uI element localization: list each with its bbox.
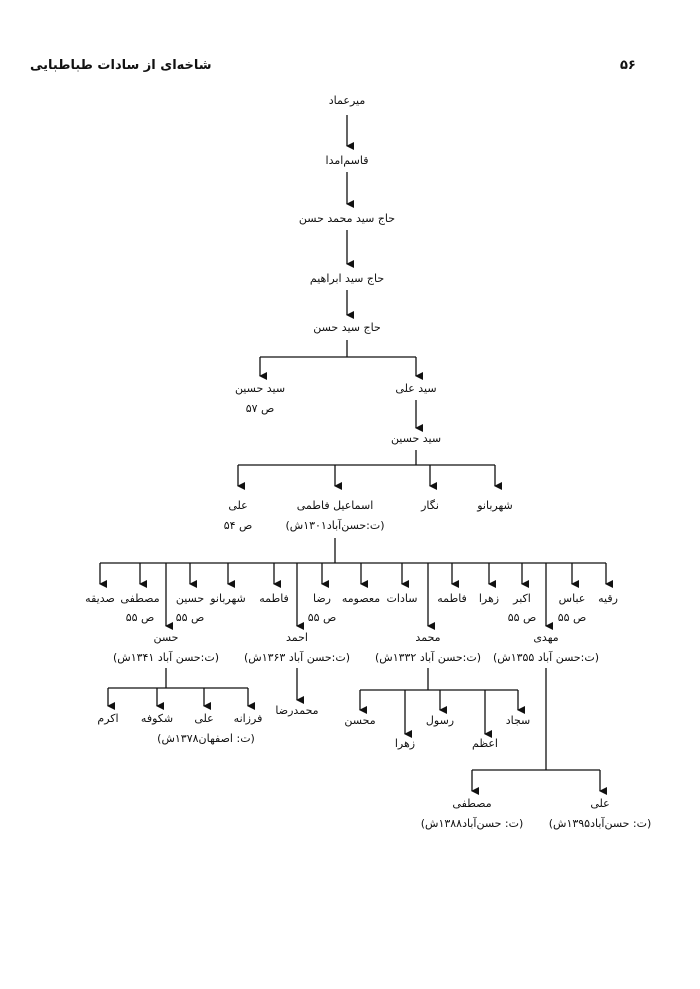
node-akbar: اکبر [513,592,531,605]
node-haj-ebrahim: حاج سید ابراهیم [309,272,385,285]
node-sajjad: سجاد [505,714,531,727]
page-ref: ص ۵۷ [245,402,275,415]
page-ref: ص ۵۴ [223,519,253,532]
node-sadat: سادات [386,592,418,605]
node-seyed-hossein-2: سید حسین [390,432,442,445]
birth-note: (ت:حسن آباد ۱۳۶۳ش) [243,651,351,664]
node-zahra: زهرا [478,592,500,605]
node-hasan: حسن [153,631,179,644]
node-esmail-fatemi: اسماعیل فاطمی [296,499,374,512]
node-fatemeh-2: فاطمه [437,592,467,605]
node-fatemeh: فاطمه [259,592,289,605]
node-ali-2: علی [194,712,214,725]
node-negar: نگار [421,499,439,512]
node-haj-mohammad-hasan: حاج سید محمد حسن [298,212,396,225]
node-mohammad: محمد [415,631,441,644]
page-number: ۵۶ [620,58,636,73]
node-shahrbanoo: شهربانو [477,499,513,512]
node-ahmad: احمد [286,631,308,644]
node-akram: اکرم [97,712,119,725]
node-abbas: عباس [558,592,586,605]
node-ali: علی [228,499,248,512]
node-mohsen: محسن [344,714,376,727]
birth-note: (ت:حسن آباد ۱۳۵۵ش) [492,651,600,664]
birth-note: (ت:حسن آباد ۱۳۴۱ش) [112,651,220,664]
node-haj-hasan: حاج سید حسن [313,321,381,334]
node-azam: اعظم [472,737,498,750]
node-ali-3: علی [590,797,610,810]
birth-note: (ت: حسن‌آباد۱۳۸۸ش) [420,817,524,830]
page-ref: ص ۵۵ [307,611,337,624]
node-masoumeh: معصومه [341,592,381,605]
node-shahrbanoo-2: شهربانو [210,592,246,605]
node-mir-emad: میرعماد [328,94,366,107]
page-ref: ص ۵۵ [125,611,155,624]
page-ref: ص ۵۵ [507,611,537,624]
node-farzaneh: فرزانه [233,712,263,725]
node-mostafa-2: مصطفی [452,797,492,810]
node-mohammadreza: محمدرضا [275,704,319,717]
node-shokoufeh: شکوفه [140,712,174,725]
birth-note: (ت: حسن‌آباد۱۳۹۵ش) [548,817,652,830]
birth-note: (ت:حسن آباد ۱۳۳۲ش) [374,651,482,664]
page-ref: ص ۵۵ [557,611,587,624]
node-ghasem-emda: قاسم‌امدا [325,154,369,167]
node-sedigheh: صدیقه [85,592,115,605]
node-roghayeh: رقیه [598,592,618,605]
node-mostafa: مصطفی [120,592,160,605]
node-rasoul: رسول [425,714,455,727]
node-seyed-hossein: سید حسین [234,382,286,395]
running-title: شاخه‌ای از سادات طباطبایی [30,58,212,73]
node-mahdi: مهدی [533,631,559,644]
node-seyed-ali: سید علی [395,382,437,395]
node-reza: رضا [312,592,332,605]
node-zahra-2: زهرا [394,737,416,750]
birth-note: (ت: اصفهان۱۳۷۸ش) [157,732,255,745]
node-hossein: حسین [175,592,205,605]
page-ref: ص ۵۵ [175,611,205,624]
birth-note: (ت:حسن‌آباد۱۳۰۱ش) [285,519,385,532]
